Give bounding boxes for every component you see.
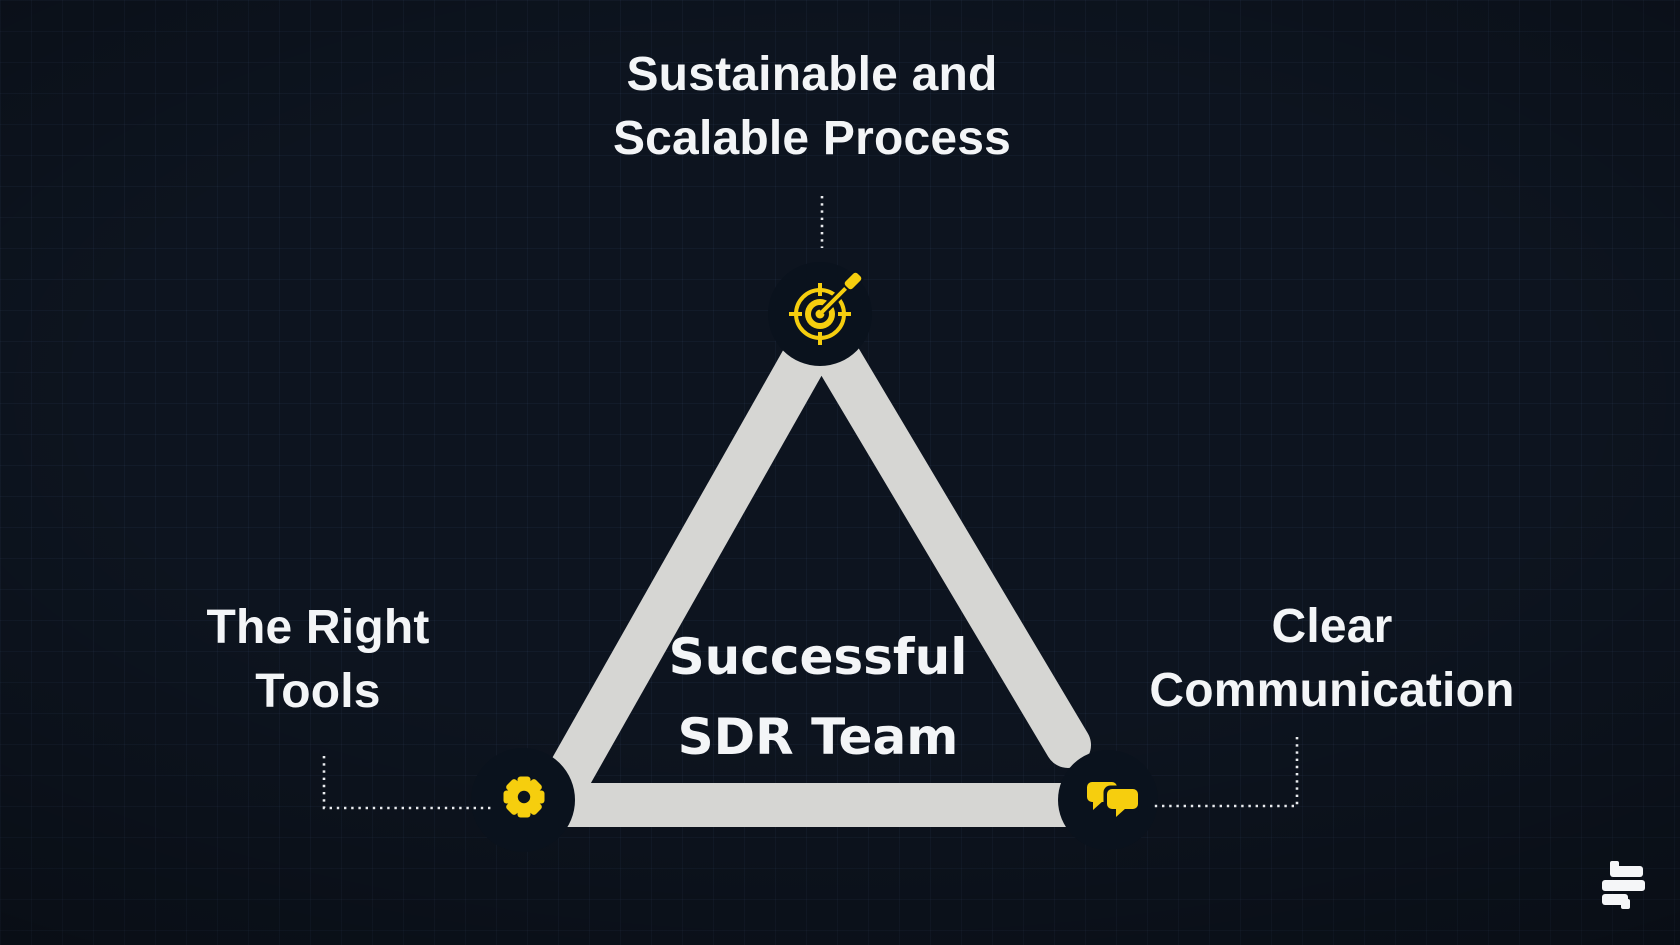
center-title-line: Successful: [668, 628, 968, 686]
chat-bubbles-icon: [1087, 782, 1142, 818]
label-line: Scalable Process: [612, 112, 1012, 165]
center-title-line: SDR Team: [677, 708, 959, 766]
gear-icon: [503, 776, 545, 818]
connector-right: [1152, 737, 1299, 808]
node-label-process: Sustainable and Scalable Process: [613, 43, 1011, 171]
label-line: The Right: [206, 601, 430, 654]
s-mark-logo: [1602, 861, 1645, 909]
triangle-left-leg: [531, 318, 842, 817]
label-line: Clear: [1271, 600, 1393, 653]
label-line: Communication: [1149, 664, 1515, 717]
connector-left: [322, 756, 492, 810]
label-line: Tools: [255, 665, 381, 718]
center-title: Successful SDR Team: [669, 617, 968, 777]
target-dart-icon: [789, 270, 864, 345]
node-label-tools: The Right Tools: [206, 596, 429, 724]
label-line: Sustainable and: [626, 48, 998, 101]
node-label-communication: Clear Communication: [1149, 595, 1514, 723]
triangle-right-leg: [798, 307, 1091, 768]
